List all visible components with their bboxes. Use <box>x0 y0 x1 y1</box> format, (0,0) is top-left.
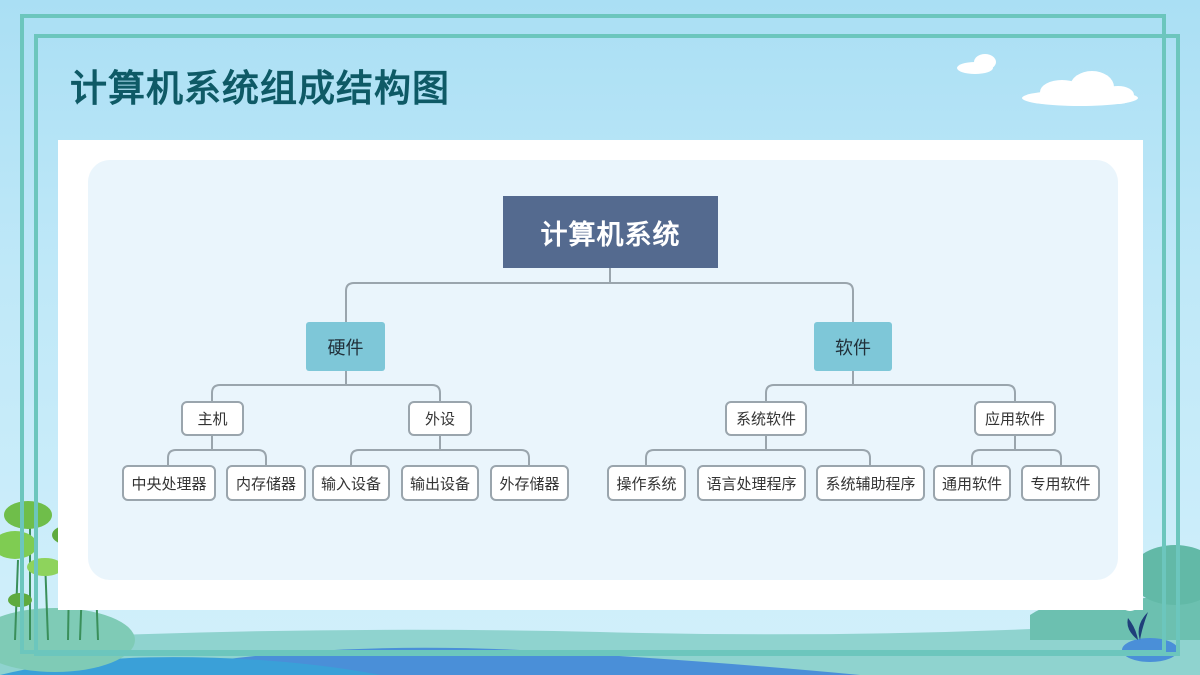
node-system-software: 系统软件 <box>725 401 807 436</box>
connector-software-to-level2 <box>765 371 1016 401</box>
node-peripheral: 外设 <box>408 401 472 436</box>
node-system-utilities: 系统辅助程序 <box>816 465 925 501</box>
node-main-memory: 内存储器 <box>226 465 306 501</box>
node-output-device: 输出设备 <box>401 465 479 501</box>
node-host: 主机 <box>181 401 244 436</box>
node-general-software: 通用软件 <box>933 465 1011 501</box>
connector-system-to-items <box>645 436 871 465</box>
node-hardware: 硬件 <box>306 322 385 371</box>
cloud-icon <box>957 54 1138 106</box>
connector-root-to-level1 <box>345 268 854 322</box>
connector-host-to-items <box>167 436 267 465</box>
node-computer-system: 计算机系统 <box>503 196 718 268</box>
connector-peripheral-to-items <box>350 436 530 465</box>
node-application-software: 应用软件 <box>974 401 1056 436</box>
node-software: 软件 <box>814 322 892 371</box>
node-cpu: 中央处理器 <box>122 465 216 501</box>
node-special-software: 专用软件 <box>1021 465 1100 501</box>
node-external-storage: 外存储器 <box>490 465 569 501</box>
node-input-device: 输入设备 <box>312 465 390 501</box>
page-title: 计算机系统组成结构图 <box>70 67 450 110</box>
decorative-frame-inner <box>34 34 1180 656</box>
connector-application-to-items <box>971 436 1062 465</box>
node-language-processor: 语言处理程序 <box>697 465 806 501</box>
connector-hardware-to-level2 <box>211 371 441 401</box>
node-operating-system: 操作系统 <box>607 465 686 501</box>
